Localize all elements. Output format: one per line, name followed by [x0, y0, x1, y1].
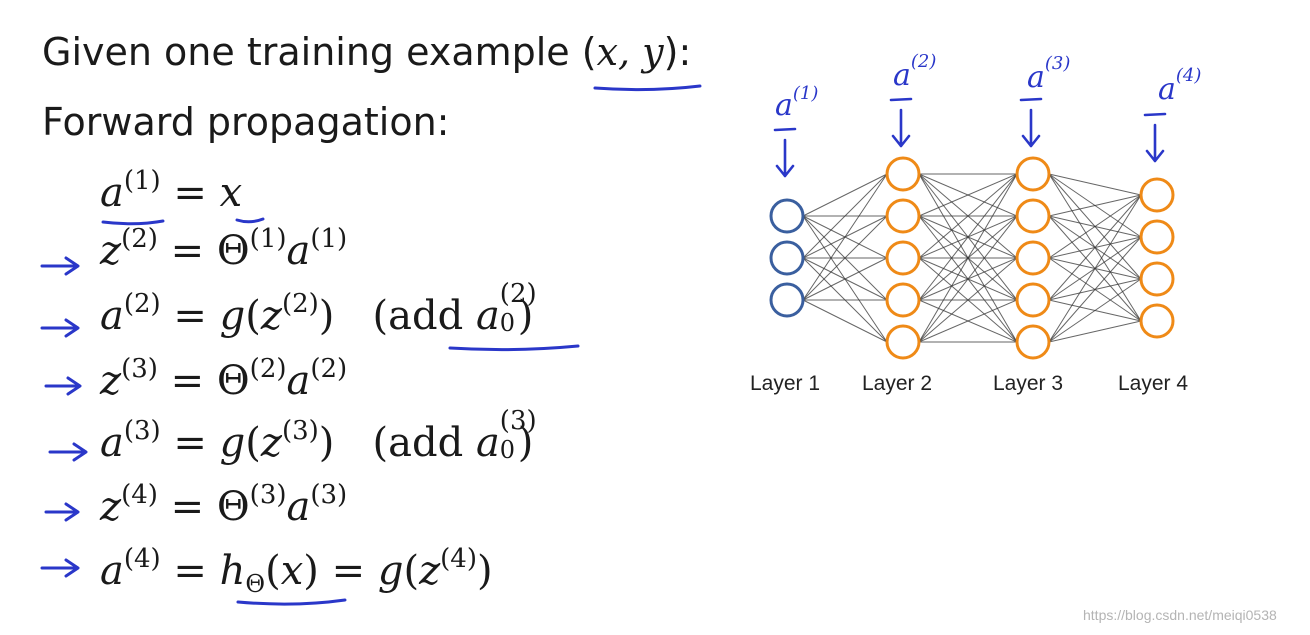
heading-xy: x, y	[596, 30, 664, 74]
layer-1-annotation-a: a	[775, 88, 793, 123]
layer-4-label: Layer 4	[1118, 372, 1189, 395]
edge-l3-2-to-l4-1	[1048, 194, 1142, 217]
layer-3-annotation-a: a	[1027, 60, 1045, 95]
edge-l1-3-to-l2-5	[802, 299, 888, 343]
layer-2-label: Layer 2	[862, 372, 933, 395]
network-nodes	[769, 156, 1175, 360]
layer-3-annotation: a(3)	[1027, 53, 1070, 95]
layer-3-unit-2	[1015, 198, 1051, 234]
edge-l2-3-to-l3-1	[918, 173, 1018, 259]
edge-l3-5-to-l4-3	[1048, 278, 1142, 343]
layer-1-label: Layer 1	[750, 372, 821, 395]
layer-3-down-arrow	[1019, 97, 1043, 148]
edge-l3-4-to-l4-1	[1048, 194, 1142, 301]
edge-l3-3-to-l4-1	[1048, 194, 1142, 259]
underline-add-bias	[448, 344, 580, 352]
layer-3-label: Layer 3	[993, 372, 1064, 395]
underline-htheta	[236, 598, 347, 606]
heading-training-example: Given one training example (x, y):	[42, 30, 691, 74]
layer-4-unit-3	[1139, 261, 1175, 297]
layer-3-annotation-sup: (3)	[1044, 53, 1071, 74]
layer-2-annotation: a(2)	[893, 51, 936, 93]
underline-xy	[593, 84, 702, 92]
layer-2-down-arrow	[889, 97, 913, 148]
layer-3-unit-1	[1015, 156, 1051, 192]
layer-2-unit-1	[885, 156, 921, 192]
arrow-eq2	[40, 256, 80, 276]
equation-7: a(4) = hΘ(x) = g(z(4))	[100, 544, 493, 598]
edge-l2-4-to-l3-1	[918, 173, 1018, 301]
edge-l3-5-to-l4-1	[1048, 194, 1142, 343]
arrow-eq5	[48, 442, 88, 462]
layer-4-unit-4	[1139, 303, 1175, 339]
underline-x	[235, 217, 265, 224]
layer-4-unit-2	[1139, 219, 1175, 255]
layer-annotations	[773, 97, 1167, 178]
equation-2: z(2) = Θ(1)a(1)	[100, 224, 348, 274]
layer-1-unit-1	[769, 198, 805, 234]
edge-l3-5-to-l4-4	[1048, 320, 1142, 343]
edge-l1-3-to-l2-2	[802, 215, 888, 301]
edge-l2-5-to-l3-4	[918, 299, 1018, 343]
layer-2-unit-2	[885, 198, 921, 234]
arrow-eq3	[40, 318, 80, 338]
layer-1-unit-3	[769, 282, 805, 318]
edge-l2-5-to-l3-3	[918, 257, 1018, 343]
layer-1-unit-2	[769, 240, 805, 276]
edge-l1-2-to-l2-1	[802, 173, 888, 259]
layer-2-annotation-a: a	[893, 58, 911, 93]
layer-4-down-arrow	[1143, 112, 1167, 163]
edge-l1-3-to-l2-3	[802, 257, 888, 301]
arrow-eq4	[44, 376, 82, 396]
edge-l1-3-to-l2-1	[802, 173, 888, 301]
edge-l3-1-to-l4-1	[1048, 173, 1142, 196]
layer-1-annotation-sup: (1)	[792, 83, 819, 104]
arrow-eq6	[44, 502, 80, 522]
layer-3-unit-3	[1015, 240, 1051, 276]
layer-2-annotation-sup: (2)	[910, 51, 937, 72]
arrow-eq7	[40, 558, 80, 578]
edge-l2-5-to-l3-2	[918, 215, 1018, 343]
layer-2-unit-5	[885, 324, 921, 360]
layer-2-unit-3	[885, 240, 921, 276]
edge-l2-2-to-l3-1	[918, 173, 1018, 217]
layer-4-annotation-sup: (4)	[1175, 65, 1202, 86]
layer-4-annotation: a(4)	[1158, 65, 1201, 107]
equation-6: z(4) = Θ(3)a(3)	[100, 480, 348, 530]
handwritten-ink	[40, 84, 702, 606]
heading-prefix: Given one training example (	[42, 30, 597, 74]
edge-l3-5-to-l4-2	[1048, 236, 1142, 343]
layer-3-unit-4	[1015, 282, 1051, 318]
underline-a1	[101, 219, 165, 226]
equation-5: a(3) = g(z(3)) (add a(3)0)	[100, 406, 537, 466]
layer-4-annotation-a: a	[1158, 72, 1176, 107]
watermark: https://blog.csdn.net/meiqi0538	[1083, 607, 1277, 623]
layer-4-unit-1	[1139, 177, 1175, 213]
heading-suffix: ):	[663, 30, 692, 74]
heading-forward-propagation: Forward propagation:	[42, 100, 450, 144]
layer-1-down-arrow	[773, 127, 797, 178]
edge-l1-1-to-l2-1	[802, 173, 888, 217]
equation-4: z(3) = Θ(2)a(2)	[100, 354, 348, 404]
edge-l2-5-to-l3-1	[918, 173, 1018, 343]
layer-1-annotation: a(1)	[775, 83, 818, 123]
network-edges	[802, 173, 1142, 343]
layer-2-unit-4	[885, 282, 921, 318]
layer-3-unit-5	[1015, 324, 1051, 360]
equation-3: a(2) = g(z(2)) (add a(2)0)	[100, 279, 537, 339]
equation-1: a(1) = x	[100, 166, 243, 216]
